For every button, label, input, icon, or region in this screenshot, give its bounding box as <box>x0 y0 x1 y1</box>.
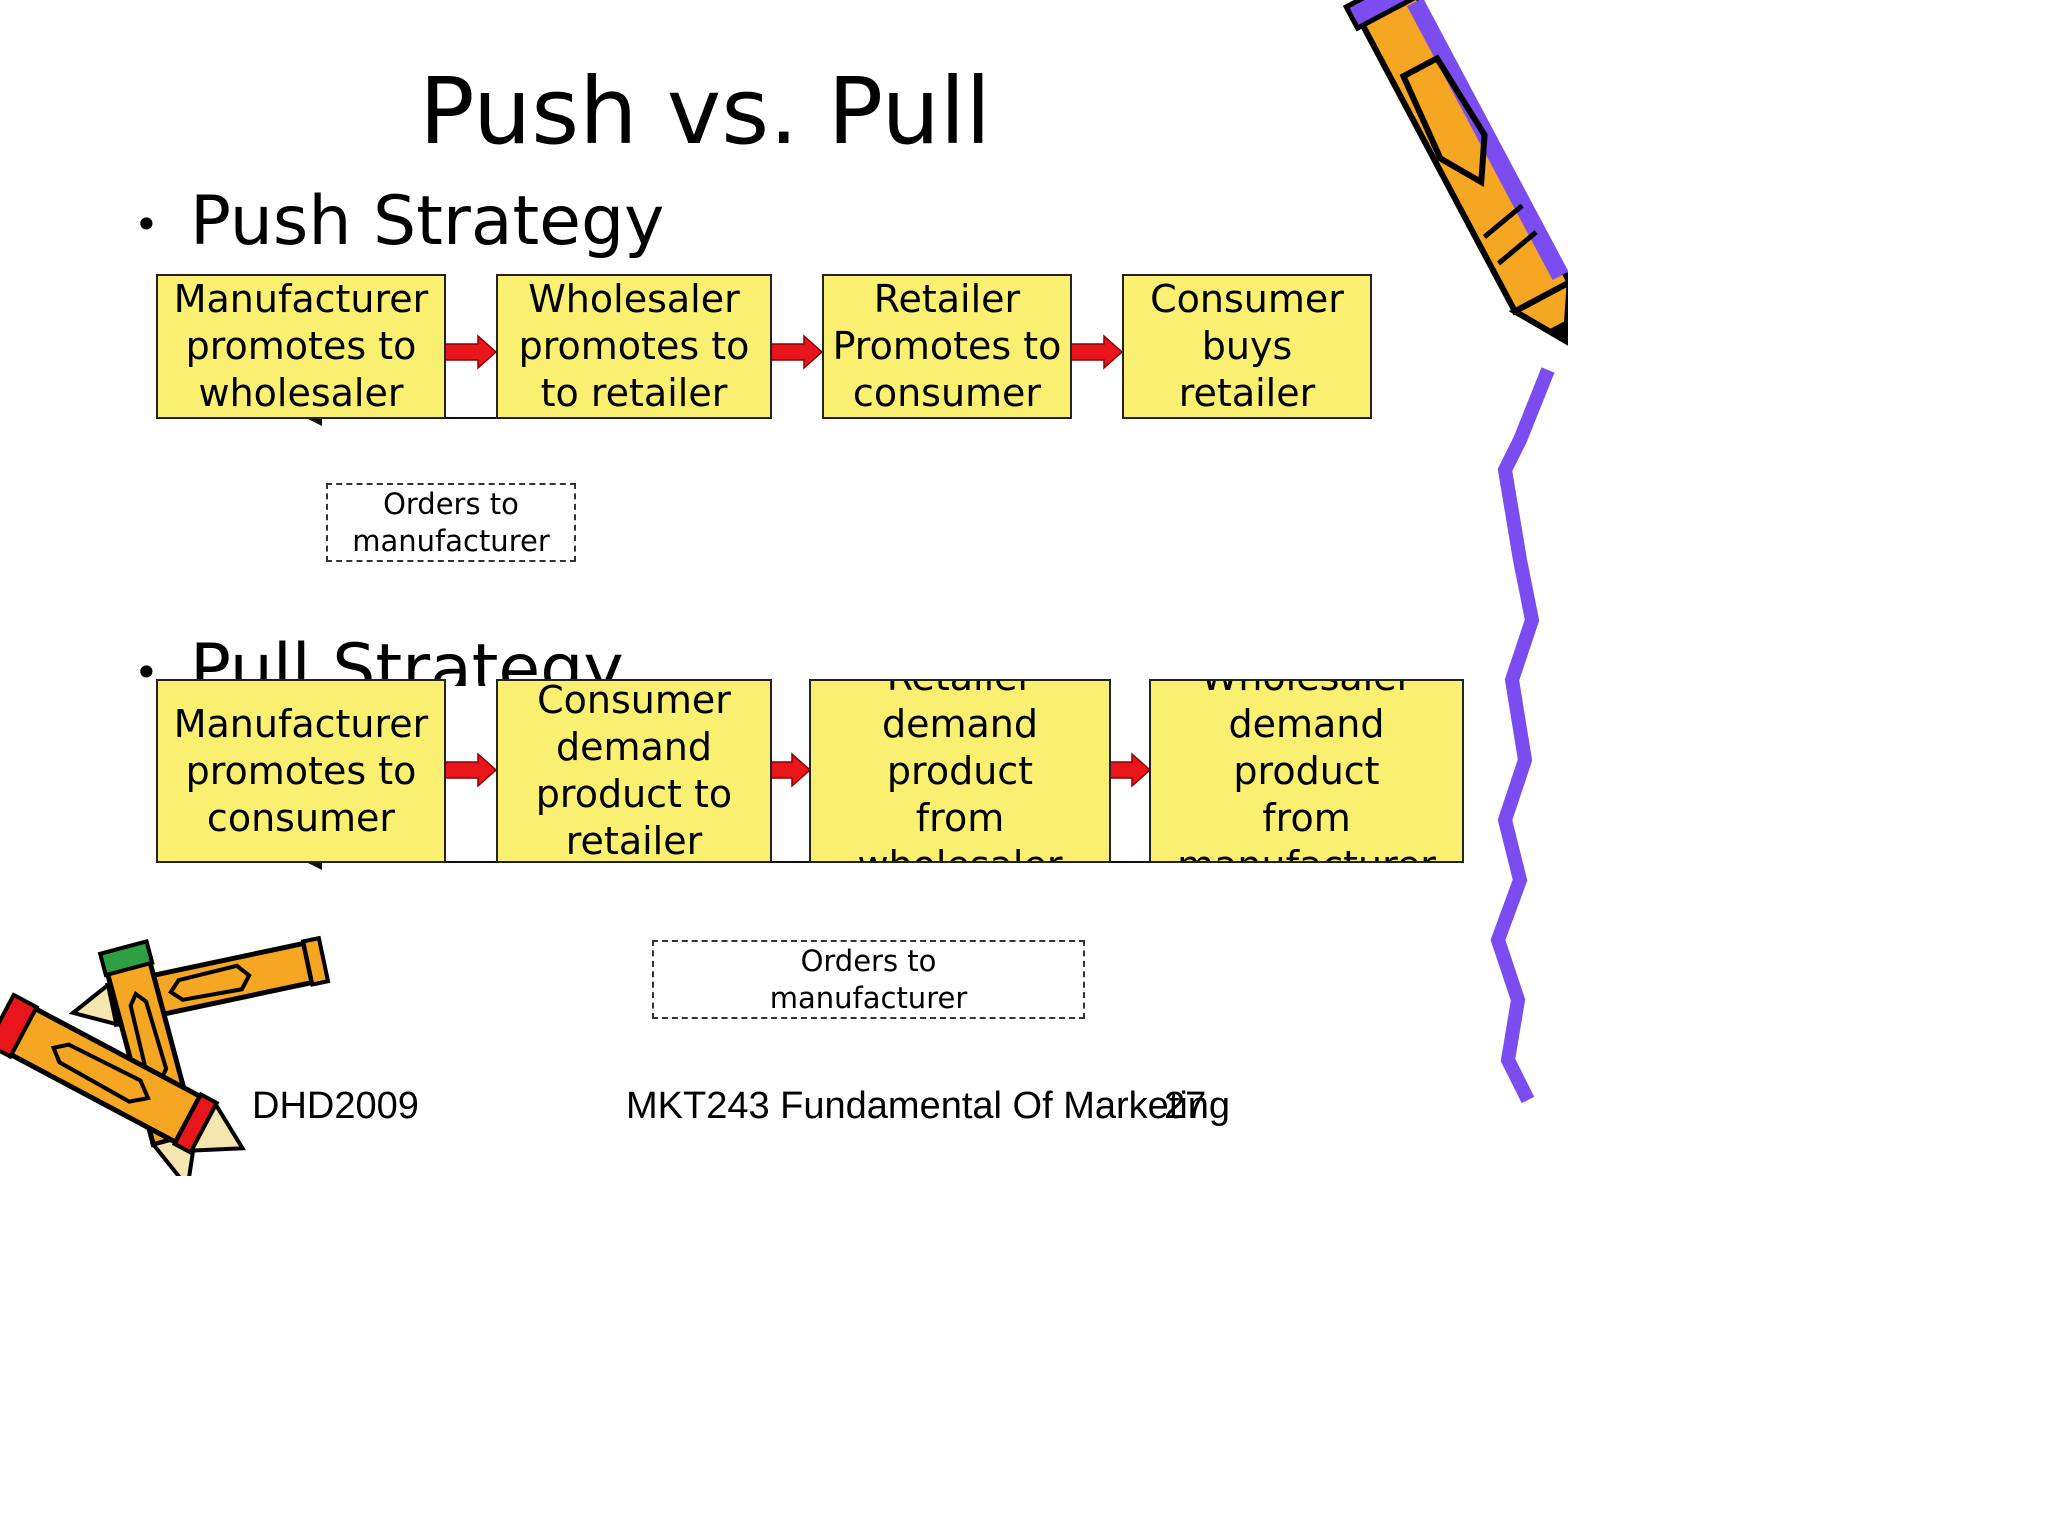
pull-box-wholesaler: Wholesaler demand product from manufactu… <box>1149 679 1464 863</box>
decoration-layer <box>0 0 1568 1176</box>
footer-left: DHD2009 <box>252 1085 419 1127</box>
push-box-consumer: Consumer buys retailer <box>1122 274 1372 419</box>
pull-orders-note: Orders to manufacturer <box>652 940 1085 1019</box>
slide-title: Push vs. Pull <box>419 58 991 165</box>
pencil-icon <box>1342 0 1568 346</box>
bullet-icon: • <box>134 200 159 250</box>
footer-center: MKT243 Fundamental Of Marketing <box>626 1085 1231 1127</box>
pull-box-consumer: Consumer demand product to retailer <box>496 679 772 863</box>
pull-strategy-heading: • Pull Strategy <box>134 630 624 686</box>
pull-box-manufacturer: Manufacturer promotes to consumer <box>156 679 446 863</box>
pull-strategy-label: Pull Strategy <box>190 630 624 686</box>
slide-number: 27 <box>1164 1085 1207 1127</box>
push-strategy-label: Push Strategy <box>190 182 665 261</box>
purple-squiggle-decoration <box>1490 367 1555 1104</box>
push-box-wholesaler: Wholesaler promotes to to retailer <box>496 274 772 419</box>
push-box-manufacturer: Manufacturer promotes to wholesaler <box>156 274 446 419</box>
push-orders-note: Orders to manufacturer <box>326 483 576 562</box>
push-strategy-heading: • Push Strategy <box>134 182 664 265</box>
bullet-icon: • <box>134 648 159 686</box>
push-box-retailer: Retailer Promotes to consumer <box>822 274 1072 419</box>
crossed-pencils-icon <box>0 935 331 1176</box>
pull-box-retailer: Retailer demand product from wholesaler <box>809 679 1111 863</box>
